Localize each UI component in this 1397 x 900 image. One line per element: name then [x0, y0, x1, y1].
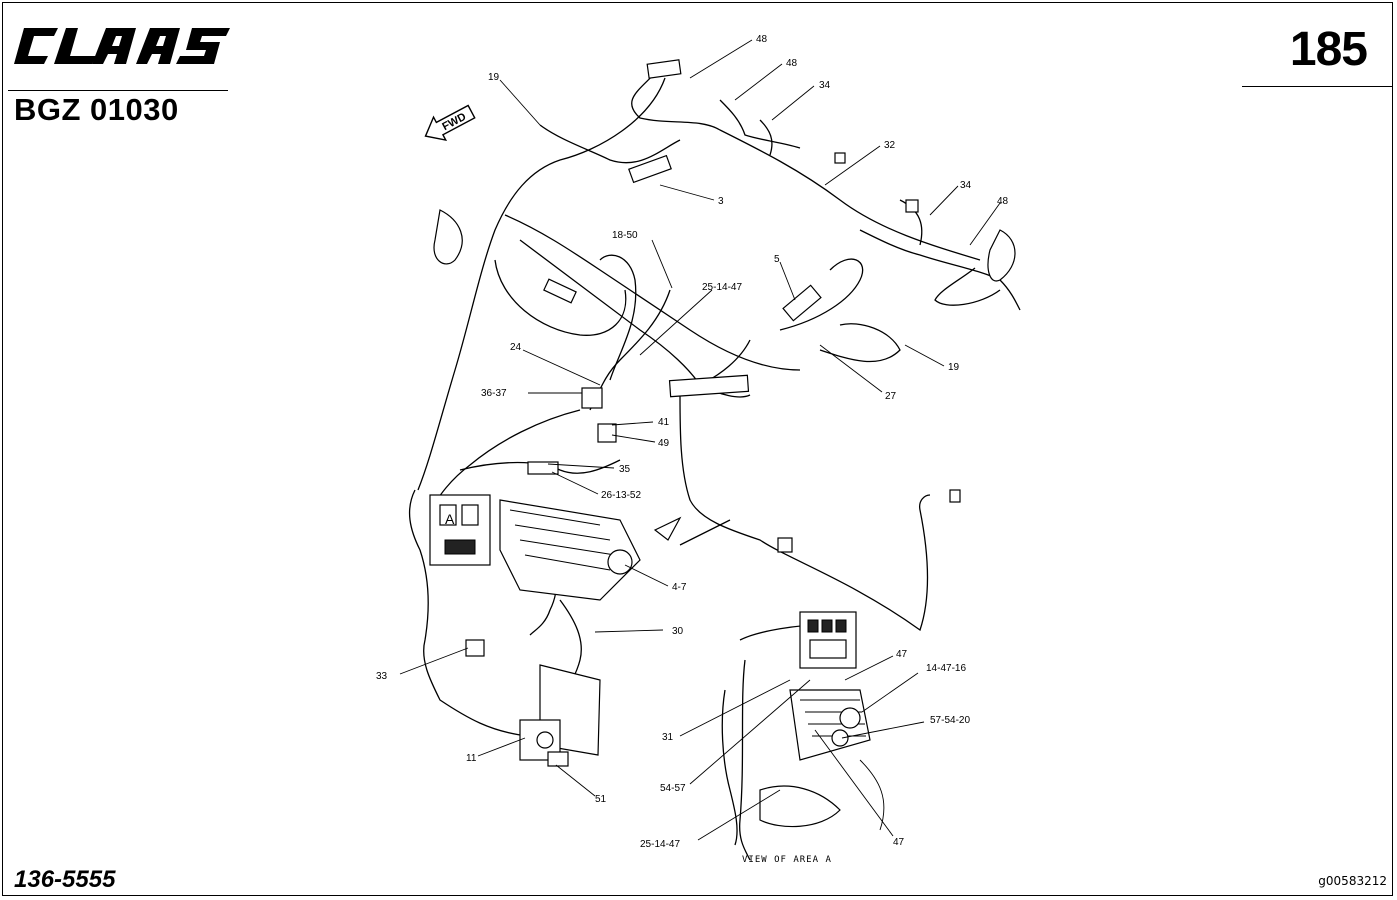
area-a-marker: A [445, 511, 455, 527]
callout-label: 47 [893, 837, 905, 848]
image-id: g00583212 [1318, 874, 1387, 888]
fuse-relay-block: A [429, 494, 641, 601]
callout-label: 35 [619, 464, 631, 475]
callout-leaders [399, 39, 1001, 841]
callout-label: 48 [786, 58, 798, 69]
header-rule-left [8, 90, 228, 91]
callout-label: 24 [510, 342, 522, 353]
view-caption: VIEW OF AREA A [742, 855, 832, 865]
document-code: BGZ 01030 [14, 92, 179, 127]
callout-label: 31 [662, 732, 674, 743]
callout-label: 48 [997, 196, 1009, 207]
callout-label: 18-50 [612, 230, 638, 241]
callout-label: 47 [896, 649, 908, 660]
callout-label: 19 [948, 362, 960, 373]
forward-arrow-icon: FWD [424, 104, 476, 142]
callout-label: 19 [488, 72, 500, 83]
callout-label: 54-57 [660, 783, 686, 794]
callout-label: 14-47-16 [926, 663, 966, 674]
callout-labels: 48 48 34 19 32 3 34 48 18-50 25-14-47 5 … [376, 34, 1009, 850]
callout-label: 25-14-47 [640, 839, 680, 850]
fwd-label: FWD [440, 111, 468, 133]
harness-wires [408, 69, 1021, 736]
view-of-area-a: VIEW OF AREA A [721, 611, 885, 865]
harness-connectors [433, 59, 1016, 657]
callout-label: 30 [672, 626, 684, 637]
callout-label: 33 [376, 671, 388, 682]
callout-label: 5 [774, 254, 780, 265]
callout-label: 49 [658, 438, 670, 449]
callout-label: 34 [960, 180, 972, 191]
page-number: 185 [1289, 23, 1368, 76]
callout-label: 41 [658, 417, 670, 428]
callout-label: 25-14-47 [702, 282, 742, 293]
callout-label: 26-13-52 [601, 490, 641, 501]
callout-label: 57-54-20 [930, 715, 970, 726]
callout-label: 3 [718, 196, 724, 207]
callout-label: 34 [819, 80, 831, 91]
header-rule-right [1242, 86, 1392, 87]
mounting-panel [519, 599, 601, 767]
callout-label: 11 [466, 753, 477, 764]
callout-label: 4-7 [672, 582, 687, 593]
part-number: 136-5555 [14, 866, 116, 893]
callout-label: 51 [595, 794, 607, 805]
callout-label: 48 [756, 34, 768, 45]
callout-label: 32 [884, 140, 896, 151]
claas-logo [14, 28, 230, 64]
callout-label: 27 [885, 391, 897, 402]
callout-label: 36-37 [481, 388, 507, 399]
